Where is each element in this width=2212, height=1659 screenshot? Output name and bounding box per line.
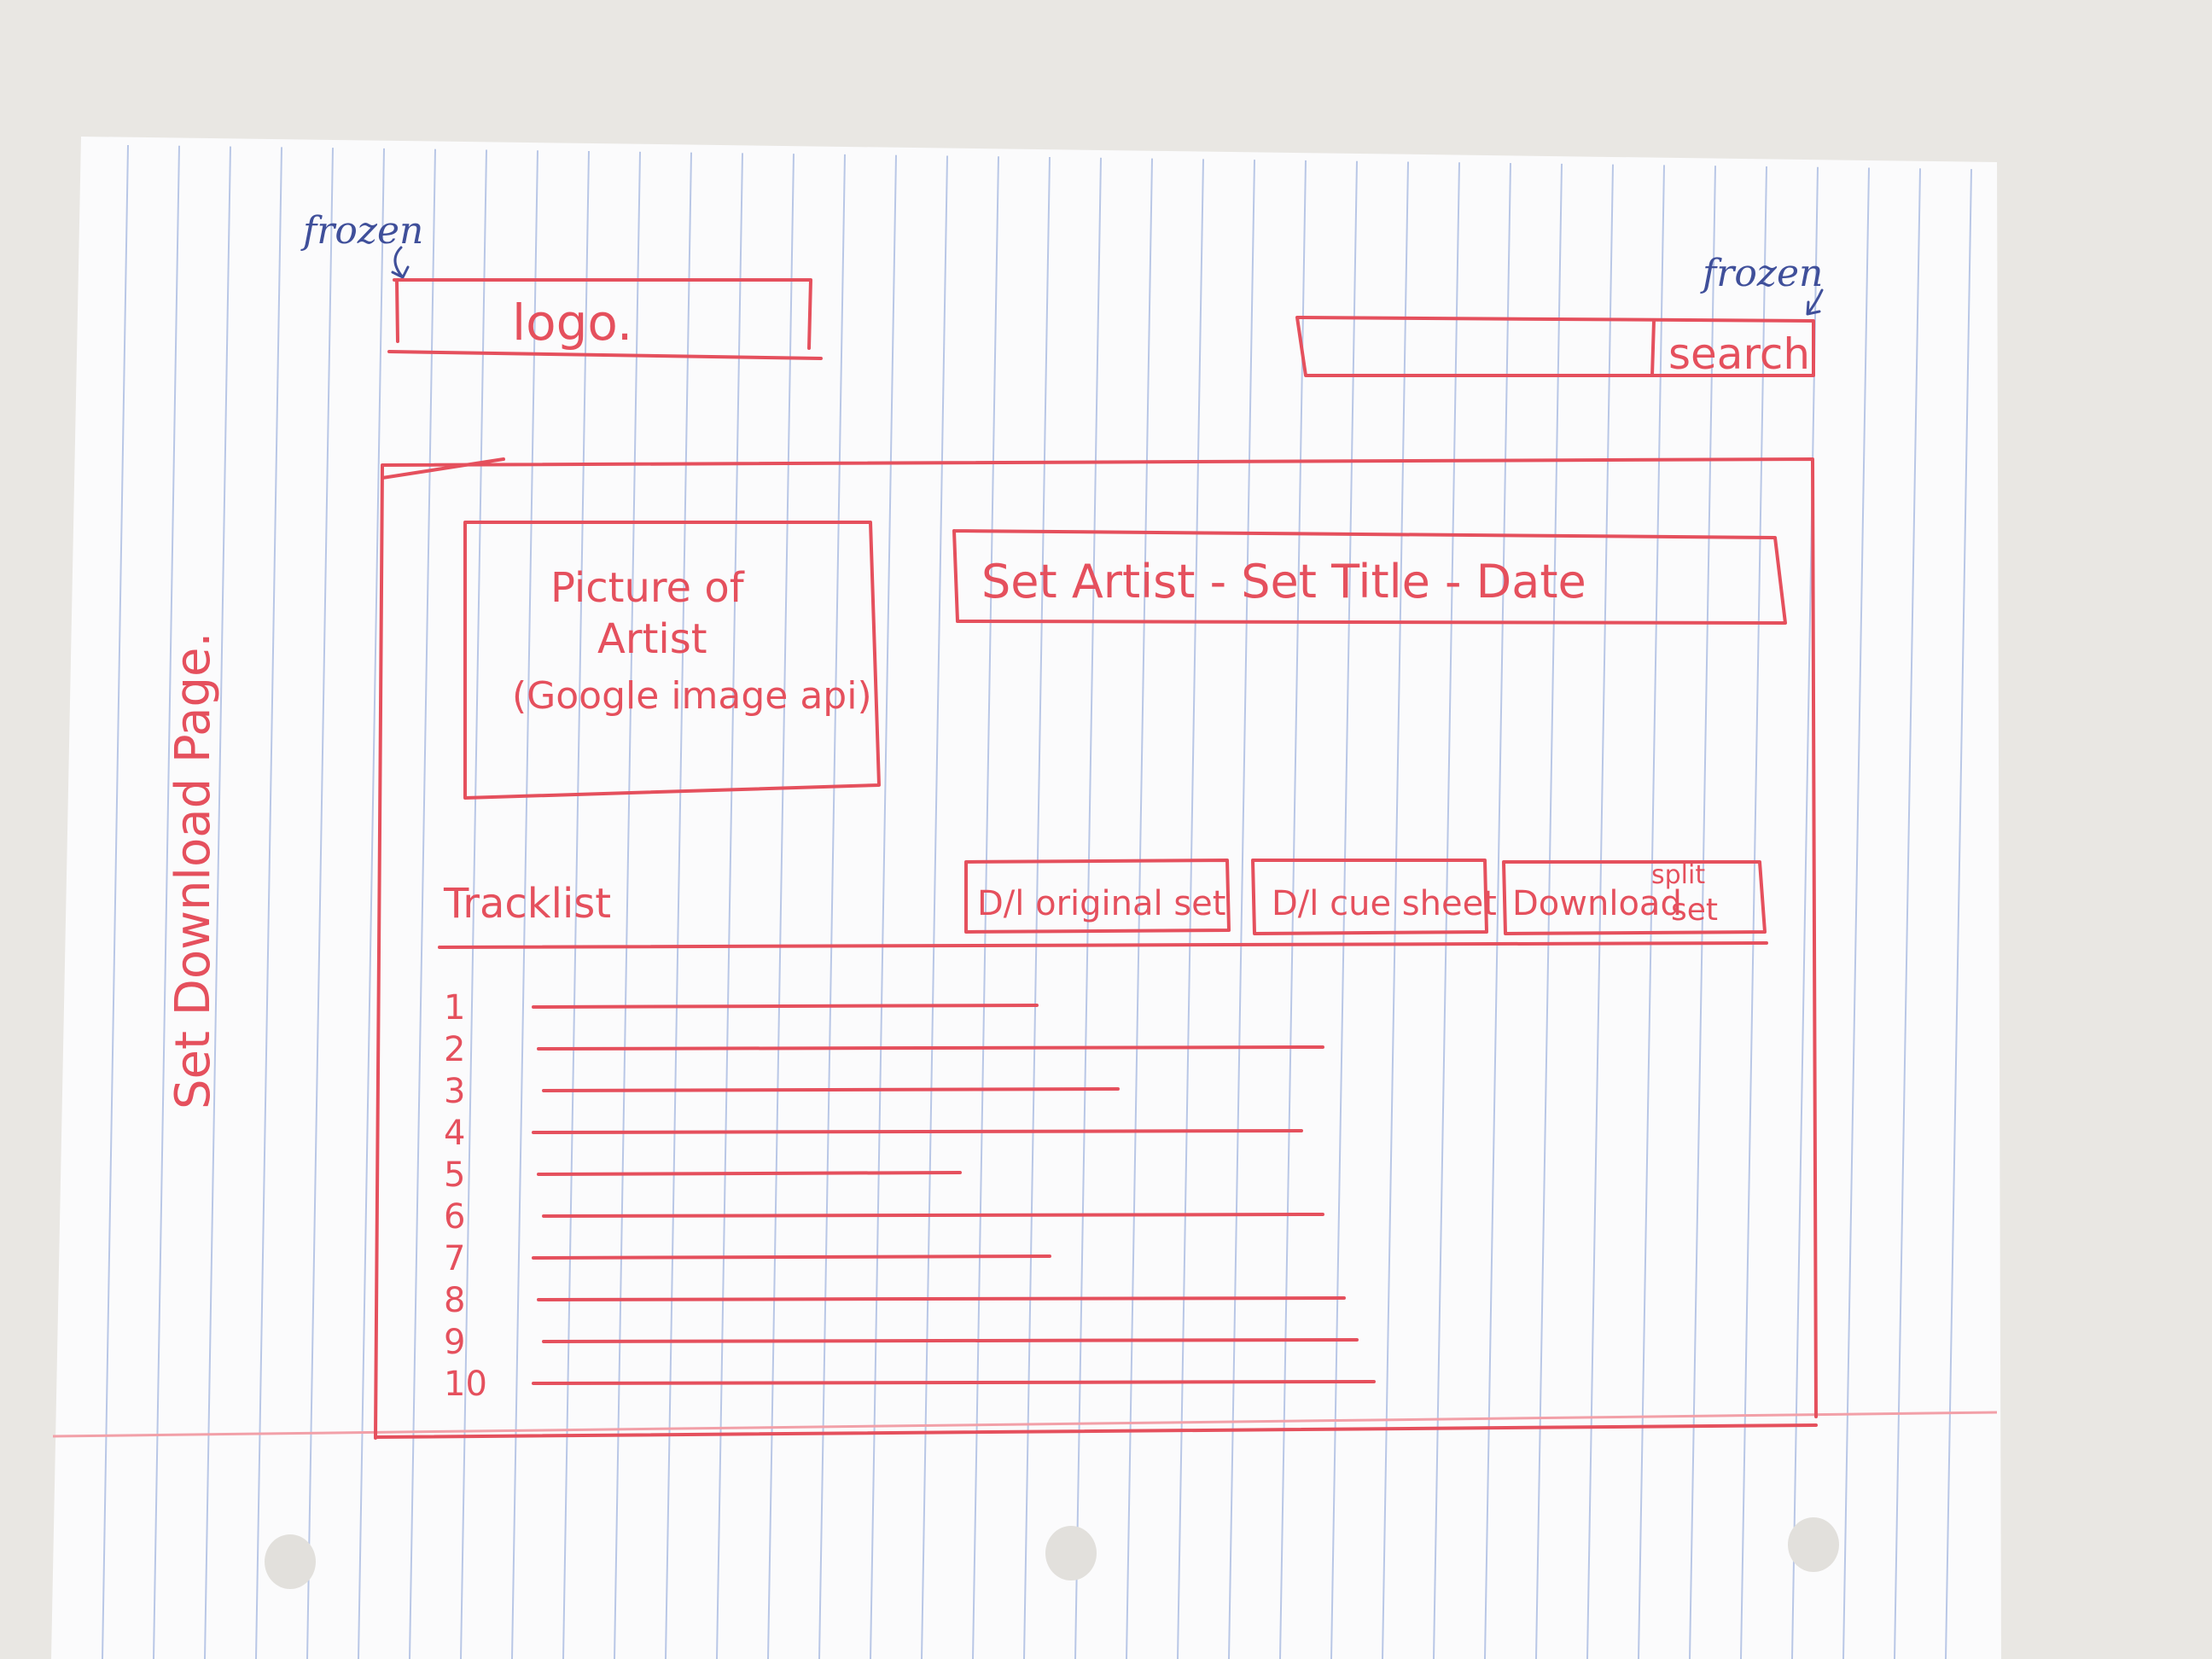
download-original-set-label: D/l original set <box>977 884 1225 923</box>
track-row-placeholder <box>532 1254 1051 1260</box>
track-row-placeholder <box>537 1296 1346 1301</box>
ruled-line <box>1330 160 1358 1659</box>
ruled-line <box>306 148 334 1659</box>
ruled-line <box>1279 160 1307 1659</box>
ruled-line <box>1535 163 1563 1659</box>
logo-placeholder: logo. <box>512 294 632 352</box>
ruled-line <box>1126 158 1153 1659</box>
track-number: 6 <box>444 1197 465 1237</box>
ruled-line <box>767 154 795 1659</box>
set-info-box <box>952 529 1787 625</box>
ruled-line <box>562 151 590 1659</box>
ruled-line <box>153 145 180 1659</box>
tracklist-heading: Tracklist <box>443 880 611 928</box>
binder-hole <box>1045 1526 1097 1580</box>
track-number: 5 <box>444 1155 465 1195</box>
track-number: 10 <box>444 1365 487 1404</box>
ruled-line <box>972 156 999 1659</box>
binder-hole <box>1788 1517 1839 1572</box>
track-row-placeholder <box>537 1045 1324 1051</box>
frozen-annotation-logo: frozen <box>300 209 423 253</box>
download-split-set-button[interactable] <box>1502 860 1767 935</box>
ruled-line <box>1842 167 1870 1659</box>
ruled-line <box>1382 161 1409 1659</box>
ruled-line <box>1791 166 1819 1659</box>
track-number: 4 <box>444 1114 465 1153</box>
download-split-set-label: Download <box>1512 884 1682 923</box>
track-row-placeholder <box>537 1171 962 1176</box>
track-row-placeholder <box>532 1129 1303 1134</box>
search-button[interactable]: search <box>1668 329 1810 379</box>
track-number: 1 <box>444 988 465 1027</box>
ruled-line <box>1945 169 1972 1659</box>
ruled-line <box>818 154 846 1659</box>
ruled-line <box>1689 166 1716 1659</box>
ruled-line <box>1177 159 1204 1659</box>
download-split-set-label-top: split <box>1651 860 1705 890</box>
ruled-line <box>614 151 641 1659</box>
track-row-placeholder <box>532 1004 1039 1009</box>
track-number: 9 <box>444 1323 465 1362</box>
ruled-line <box>204 146 231 1659</box>
ruled-line <box>1894 168 1921 1659</box>
ruled-line <box>1228 160 1255 1659</box>
tracklist-underline <box>438 941 1768 949</box>
ruled-line <box>1484 163 1511 1659</box>
track-number: 2 <box>444 1030 465 1069</box>
search-input[interactable] <box>1295 316 1815 377</box>
track-row-placeholder <box>542 1213 1324 1218</box>
ruled-line <box>460 149 487 1659</box>
ruled-line <box>1586 164 1614 1659</box>
track-number: 3 <box>444 1072 465 1111</box>
ruled-line <box>102 144 129 1659</box>
download-split-set-label-bottom: set <box>1671 893 1718 928</box>
ruled-line <box>1740 166 1767 1659</box>
ruled-line <box>409 148 436 1659</box>
ruled-line <box>255 147 282 1659</box>
ruled-line <box>665 152 692 1659</box>
arrow-icon <box>1806 288 1824 316</box>
ruled-line <box>358 148 385 1659</box>
ruled-line <box>921 155 948 1659</box>
logo-box <box>387 278 823 360</box>
ruled-lines <box>102 144 1972 1659</box>
ruled-line <box>870 154 897 1659</box>
artist-picture-label-line3: (Google image api) <box>512 674 872 718</box>
track-row-placeholder <box>532 1380 1376 1385</box>
paper-sheet <box>51 137 2001 1659</box>
track-row-placeholder <box>542 1338 1359 1343</box>
ruled-line <box>716 153 743 1659</box>
main-content-frame <box>374 457 1818 1440</box>
download-cue-sheet-button[interactable] <box>1251 859 1488 935</box>
frozen-annotation-search: frozen <box>1700 252 1823 295</box>
track-row-placeholder <box>542 1087 1120 1092</box>
track-number: 7 <box>444 1239 465 1278</box>
set-info-heading: Set Artist - Set Title - Date <box>981 555 1586 608</box>
artist-picture-box <box>463 521 881 800</box>
artist-picture-label-line2: Artist <box>597 615 707 663</box>
frame-corner-stroke <box>381 457 505 480</box>
artist-picture-label-line1: Picture of <box>550 564 745 612</box>
download-original-set-button[interactable] <box>964 859 1231 934</box>
page-title-vertical: Set Download Page. <box>166 632 221 1109</box>
ruled-line <box>511 150 538 1659</box>
binder-hole <box>265 1534 316 1589</box>
ruled-line <box>1433 162 1460 1659</box>
track-number: 8 <box>444 1281 465 1320</box>
arrow-icon <box>391 246 410 279</box>
download-cue-sheet-label: D/l cue sheet <box>1272 884 1497 923</box>
ruled-line <box>1074 157 1102 1659</box>
ruled-line <box>1638 165 1665 1659</box>
ruled-line <box>1023 157 1051 1659</box>
